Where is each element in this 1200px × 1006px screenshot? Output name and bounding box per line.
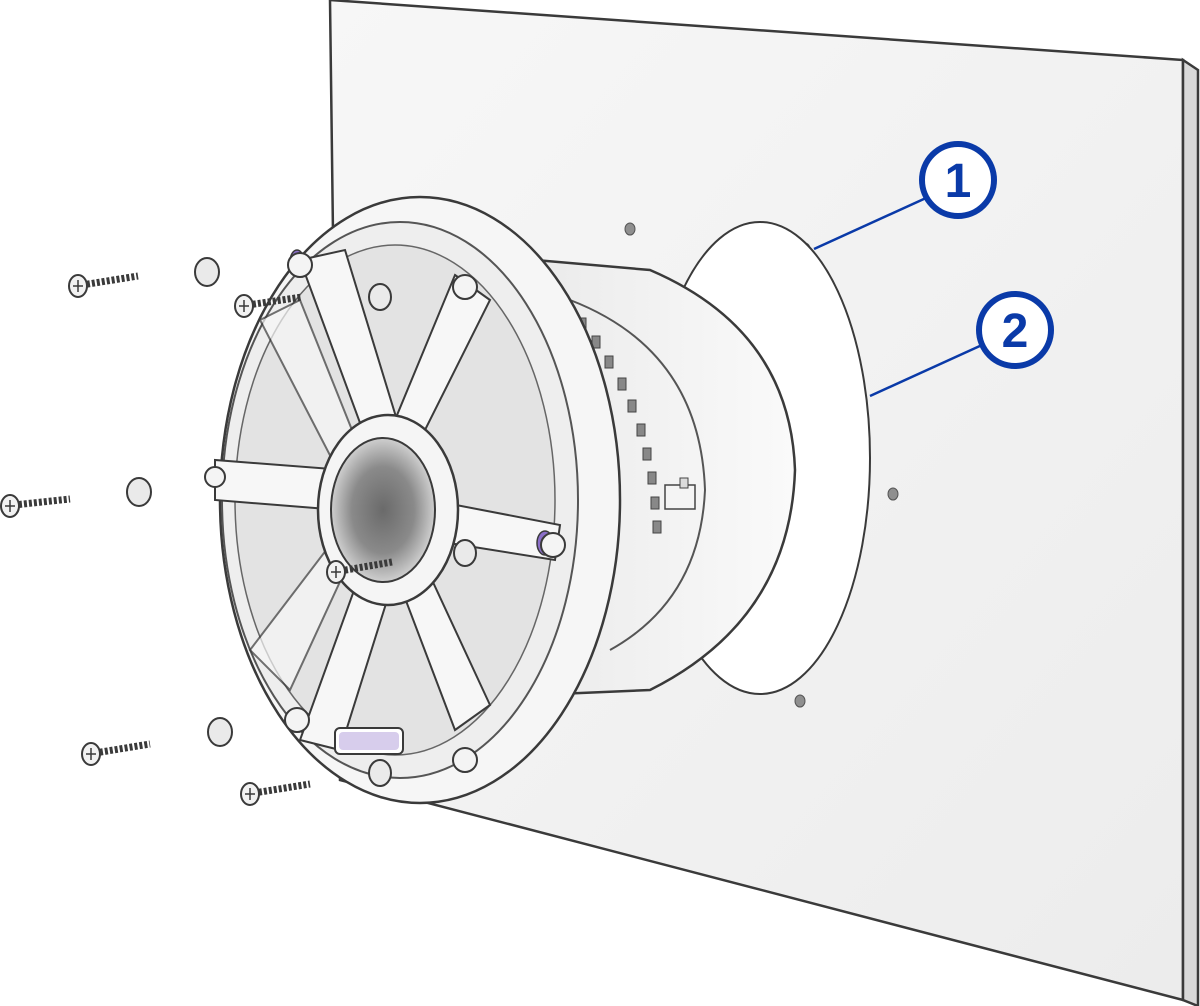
screw xyxy=(234,293,303,318)
callout-2-leader xyxy=(869,343,983,398)
screw xyxy=(81,740,151,766)
terminal-connector xyxy=(664,477,696,510)
washer xyxy=(368,759,392,787)
grille-screw-bosses xyxy=(204,252,566,773)
callout-1: 1 xyxy=(813,141,997,251)
speaker-grille-spokes xyxy=(214,248,562,752)
mounting-hole xyxy=(887,487,899,501)
callout-2-number: 2 xyxy=(1002,305,1029,358)
washer xyxy=(207,717,233,747)
speaker-center-cone xyxy=(316,413,460,607)
screw xyxy=(68,272,139,298)
mounting-hole xyxy=(624,222,636,236)
brand-badge xyxy=(334,727,404,755)
washer xyxy=(453,539,477,567)
screw xyxy=(326,558,393,584)
washer xyxy=(368,283,392,311)
callout-1-leader xyxy=(813,196,927,251)
washers xyxy=(126,257,477,787)
washer xyxy=(126,477,152,507)
mounting-hole xyxy=(794,694,806,708)
screw xyxy=(0,494,71,518)
callout-2-circle xyxy=(976,291,1054,369)
callout-1-circle xyxy=(919,141,997,219)
callout-2: 2 xyxy=(869,291,1054,398)
basket-vents xyxy=(577,317,662,534)
screws xyxy=(0,272,393,806)
callout-1-number: 1 xyxy=(945,155,972,208)
screw xyxy=(240,780,311,806)
washer xyxy=(194,257,220,287)
